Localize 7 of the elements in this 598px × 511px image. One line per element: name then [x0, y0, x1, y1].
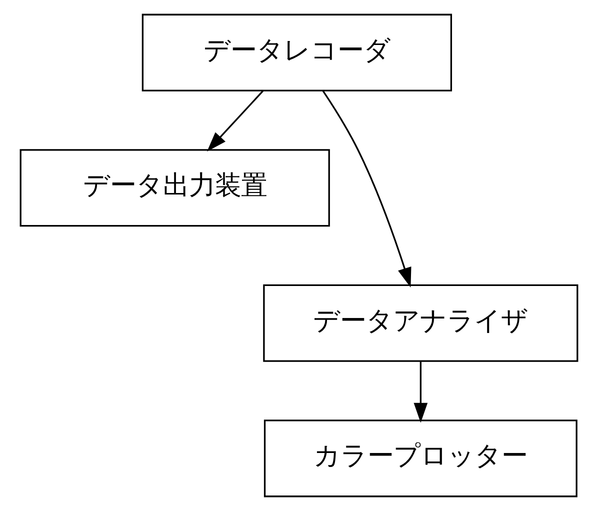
arrow: [206, 90, 264, 152]
node-box: データアナライザ: [263, 284, 578, 362]
node-box: データ出力装置: [20, 149, 330, 227]
node-box: データレコーダ: [142, 14, 452, 92]
arrow: [414, 362, 428, 423]
arrow: [322, 90, 412, 288]
node-box: カラープロッター: [264, 420, 578, 498]
